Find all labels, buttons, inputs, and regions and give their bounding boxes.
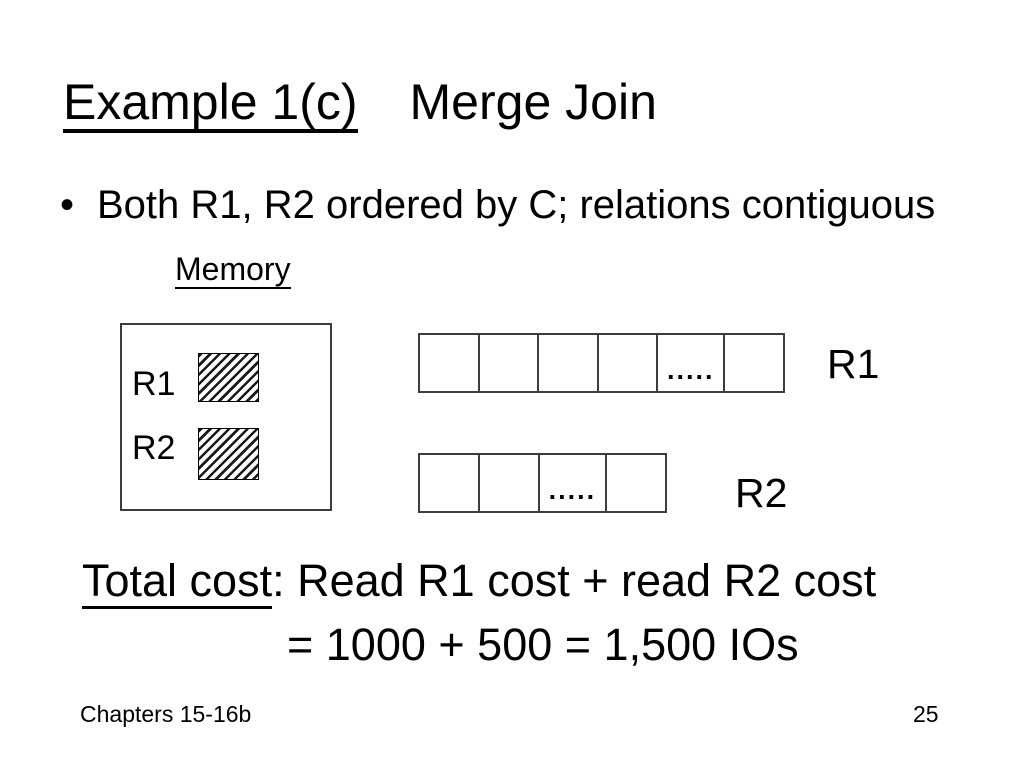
- total-cost-line1-rest: : Read R1 cost + read R2 cost: [272, 555, 877, 606]
- r1-buffer-page-hatched: [198, 353, 259, 402]
- disk-cell-ellipsis: .....: [658, 335, 726, 391]
- title-underlined-text: Example 1(c): [63, 76, 358, 133]
- r1-row-label: R1: [827, 341, 880, 387]
- bullet-marker: •: [60, 183, 75, 227]
- page-number: 25: [913, 701, 939, 727]
- disk-cell: [420, 455, 480, 511]
- disk-cell: [480, 335, 540, 391]
- memory-label: Memory: [175, 251, 291, 290]
- bullet-text: Both R1, R2 ordered by C; relations cont…: [97, 183, 936, 227]
- r2-buffer-page-hatched: [198, 428, 259, 480]
- memory-r1-label: R1: [132, 365, 176, 403]
- footer-chapter-text: Chapters 15-16b: [80, 701, 252, 727]
- total-cost-line1: Total cost: Read R1 cost + read R2 cost: [82, 555, 877, 610]
- r1-disk-row: .....: [418, 333, 785, 393]
- memory-r2-label: R2: [132, 429, 176, 467]
- disk-cell: [599, 335, 659, 391]
- total-cost-heading: Total cost: [82, 555, 273, 610]
- disk-cell-ellipsis: .....: [540, 455, 608, 511]
- disk-cell: [480, 455, 540, 511]
- ellipsis-text: .....: [667, 355, 715, 385]
- slide-title: Example 1(c) Merge Join: [63, 76, 657, 133]
- total-cost-line2: = 1000 + 500 = 1,500 IOs: [287, 619, 799, 670]
- disk-cell: [539, 335, 599, 391]
- ellipsis-text: .....: [548, 475, 597, 505]
- disk-cell: [725, 335, 783, 391]
- title-rest-text: Merge Join: [409, 74, 657, 130]
- r2-disk-row: .....: [418, 453, 667, 513]
- disk-cell: [420, 335, 480, 391]
- memory-box: R1 R2: [120, 323, 332, 511]
- r2-row-label: R2: [735, 470, 788, 516]
- disk-cell: [607, 455, 665, 511]
- memory-label-text: Memory: [175, 251, 291, 290]
